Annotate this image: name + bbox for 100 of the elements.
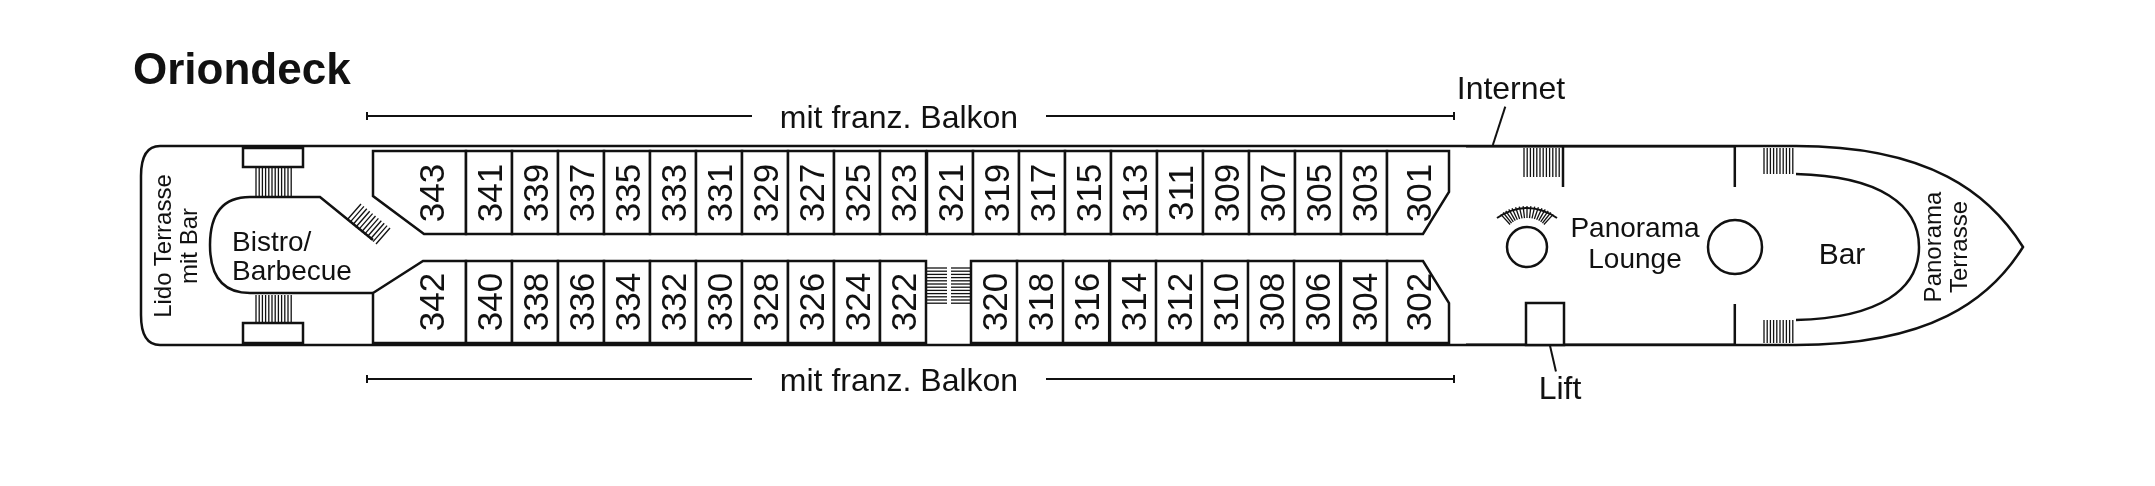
cabin: [926, 151, 973, 234]
cabin: [558, 151, 605, 234]
cabin-number: 318: [1022, 272, 1058, 332]
cabin-number: 329: [747, 163, 783, 222]
cabin: [1202, 261, 1249, 343]
cabin-number: 326: [793, 272, 829, 332]
cabin-number: 313: [1116, 163, 1152, 222]
callout-label: Lift: [1538, 371, 1582, 407]
area-label: Bar: [1818, 236, 1866, 270]
cabin-number: 340: [471, 272, 507, 332]
cabin: [1155, 261, 1202, 343]
cabin-number: 302: [1400, 272, 1436, 332]
cabin-number: 330: [701, 272, 737, 332]
dimension-label: mit franz. Balkon: [779, 98, 1019, 136]
cabin-number: 341: [471, 163, 507, 222]
cabin-number: 319: [978, 163, 1014, 222]
cabin-number: 332: [655, 272, 691, 332]
cabin: [558, 261, 604, 343]
callout-label: Internet: [1456, 71, 1566, 107]
area-label: Bistro/ Barbecue: [232, 227, 353, 286]
cabin: [696, 151, 743, 234]
cabin: [1294, 261, 1341, 343]
cabin-number: 336: [563, 272, 599, 332]
cabin-number: 323: [885, 163, 921, 222]
cabin: [696, 261, 742, 343]
cabin: [512, 261, 558, 343]
leader-line: [1491, 105, 1507, 146]
cabin: [1110, 151, 1157, 234]
cabin-number: 306: [1300, 272, 1335, 332]
cabin-number: 303: [1346, 163, 1382, 222]
leader-line: [1548, 344, 1557, 373]
cabin-number: 322: [885, 272, 921, 332]
cabin-number: 334: [609, 272, 645, 332]
cabin: [650, 151, 697, 234]
cabin: [742, 261, 788, 343]
cabin-number: 321: [932, 163, 967, 222]
cabin: [650, 261, 696, 343]
cabin: [1018, 151, 1065, 234]
cabin-number: 325: [839, 163, 875, 222]
cabin-number: 315: [1070, 163, 1106, 222]
cabin: [880, 151, 927, 234]
cabin-number: 314: [1115, 272, 1151, 332]
cabin: [1202, 151, 1249, 234]
cabin: [373, 261, 466, 343]
cabin-number: 320: [976, 272, 1012, 332]
cabin: [1063, 261, 1110, 343]
cabin-number: 312: [1161, 272, 1197, 332]
cabin: [788, 151, 835, 234]
area-label: Panorama Terrasse: [1919, 189, 1973, 305]
cabin-number: 301: [1400, 163, 1436, 222]
cabin-number: 337: [563, 163, 599, 222]
dimension-label: mit franz. Balkon: [779, 361, 1019, 399]
cabin-number: 309: [1208, 163, 1244, 222]
cabin-number: 328: [747, 272, 783, 332]
cabin: [1340, 261, 1387, 343]
cabin-number: 324: [839, 272, 875, 332]
cabin: [880, 261, 926, 343]
deck-title: Oriondeck: [133, 44, 351, 94]
cabin: [604, 261, 650, 343]
cabin-number: 335: [609, 163, 645, 222]
cabin: [1294, 151, 1341, 234]
cabin-number: 343: [413, 163, 449, 222]
cabin: [1387, 261, 1449, 343]
cabin-number: 311: [1162, 164, 1198, 221]
cabin: [466, 261, 512, 343]
cabin: [1156, 151, 1203, 234]
cabin-number: 339: [517, 163, 553, 222]
cabin-number: 327: [793, 163, 829, 222]
area-label: Panorama Lounge: [1569, 213, 1701, 275]
cabin: [971, 261, 1018, 343]
cabin-number: 310: [1207, 272, 1243, 332]
cabin: [604, 151, 651, 234]
cabin-number: 305: [1300, 163, 1336, 222]
cabin: [512, 151, 559, 234]
lounge-area: [1466, 145, 1736, 346]
lift-shaft: [1526, 303, 1564, 345]
cabin: [1109, 261, 1156, 343]
cabin-number: 333: [655, 163, 691, 222]
cabin: [466, 151, 513, 234]
cabin: [1064, 151, 1111, 234]
bistro-area: [210, 197, 373, 295]
cabin: [1340, 151, 1387, 234]
cabin: [742, 151, 789, 234]
cabin: [373, 151, 466, 234]
cabin: [1387, 151, 1449, 234]
cabin: [972, 151, 1019, 234]
cabin-number: 304: [1346, 272, 1382, 332]
cabin-number: 317: [1024, 163, 1060, 222]
cabin: [1017, 261, 1064, 343]
cabin: [1248, 151, 1295, 234]
cabin-number: 308: [1253, 272, 1289, 332]
cabin: [788, 261, 834, 343]
cabin-number: 342: [413, 272, 449, 332]
cabin: [1248, 261, 1295, 343]
cabin-number: 338: [517, 272, 553, 332]
cabin-number: 331: [701, 163, 737, 222]
cabin-number: 307: [1254, 163, 1290, 222]
cabin: [834, 261, 880, 343]
area-label: Lido Terrasse mit Bar: [149, 161, 203, 331]
cabin: [834, 151, 881, 234]
